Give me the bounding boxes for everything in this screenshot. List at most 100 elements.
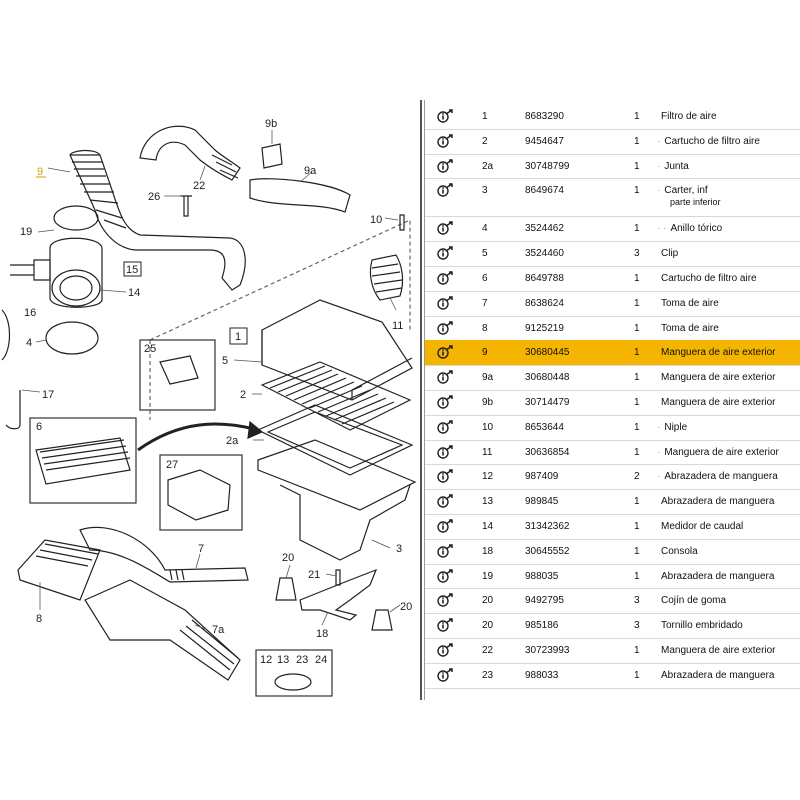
parts-row[interactable]: 22 30723993 1 Manguera de aire exterior (425, 638, 800, 664)
parts-row[interactable]: 9 30680445 1 Manguera de aire exterior (425, 340, 800, 367)
info-arrow-icon[interactable] (437, 494, 455, 508)
info-arrow-icon[interactable] (437, 643, 455, 657)
part-position: 13 (482, 496, 494, 508)
label-3: 3 (396, 543, 402, 555)
parts-row[interactable]: 11 30636854 1 ·Manguera de aire exterior (425, 440, 800, 466)
parts-row[interactable]: 7 8638624 1 Toma de aire (425, 291, 800, 317)
parts-row[interactable]: 2a 30748799 1 ·Junta (425, 154, 800, 180)
parts-row[interactable]: 23 988033 1 Abrazadera de manguera (425, 663, 800, 689)
info-arrow-icon[interactable] (437, 593, 455, 608)
parts-row[interactable]: 3 8649674 1 ·Carter, inf parte inferior (425, 178, 800, 218)
part-quantity: 1 (634, 397, 640, 408)
info-arrow-icon[interactable] (437, 420, 455, 434)
part-quantity: 1 (634, 273, 640, 284)
info-arrow-icon[interactable] (437, 370, 455, 384)
part-number: 985186 (525, 620, 559, 632)
info-arrow-icon[interactable] (437, 158, 455, 173)
part-description: Cartucho de filtro aire (657, 273, 757, 284)
part-description-text: Cartucho de filtro aire (661, 273, 757, 284)
part-description: Abrazadera de manguera (657, 670, 774, 681)
part-number: 30636854 (525, 446, 570, 458)
part-number: 3524460 (525, 248, 564, 260)
exploded-parts-diagram: 9 9b 9a 22 26 10 11 19 15 14 16 4 17 25 … (0, 100, 420, 700)
label-18: 18 (316, 628, 328, 640)
part-description-text: Cojín de goma (661, 595, 727, 607)
part-position: 5 (482, 248, 488, 260)
part-description-text: Tornillo embridado (661, 620, 743, 632)
label-27: 27 (166, 459, 178, 471)
info-arrow-icon[interactable] (437, 271, 455, 285)
parts-row[interactable]: 8 9125219 1 Toma de aire (425, 316, 800, 342)
parts-row[interactable]: 12 987409 2 ·Abrazadera de manguera (425, 464, 800, 491)
parts-row[interactable]: 9b 30714479 1 Manguera de aire exterior (425, 390, 800, 416)
part-number: 989845 (525, 496, 559, 508)
part-position: 11 (482, 446, 493, 458)
info-arrow-icon[interactable] (437, 109, 455, 123)
label-6: 6 (36, 421, 42, 433)
part-number: 9492795 (525, 595, 564, 607)
part-description: ·Niple (657, 422, 687, 433)
info-arrow-icon[interactable] (437, 395, 455, 409)
info-arrow-icon[interactable] (437, 568, 455, 583)
info-arrow-icon[interactable] (437, 519, 455, 533)
parts-row[interactable]: 10 8653644 1 ·Niple (425, 415, 800, 441)
part-quantity: 1 (634, 322, 640, 334)
info-arrow-icon[interactable] (437, 183, 455, 198)
label-21: 21 (308, 569, 320, 581)
part-quantity: 1 (634, 545, 640, 557)
parts-row[interactable]: 20 985186 3 Tornillo embridado (425, 613, 800, 639)
info-arrow-icon[interactable] (437, 668, 455, 682)
parts-row[interactable]: 18 30645552 1 Consola (425, 539, 800, 565)
part-position: 9b (482, 397, 494, 408)
part-position: 2 (482, 135, 488, 147)
info-arrow-icon[interactable] (437, 134, 455, 148)
part-description: Clip (657, 248, 678, 259)
part-position: 20 (482, 595, 494, 607)
part-description: Abrazadera de manguera (657, 496, 774, 507)
info-arrow-icon[interactable] (437, 345, 455, 360)
info-arrow-icon[interactable] (437, 544, 455, 558)
parts-row[interactable]: 5 3524460 3 Clip (425, 241, 800, 267)
parts-row[interactable]: 13 989845 1 Abrazadera de manguera (425, 489, 800, 515)
info-arrow-icon[interactable] (437, 444, 455, 459)
part-description-text: Clip (661, 248, 679, 260)
indent-dots: · (657, 160, 661, 172)
label-7: 7 (198, 543, 204, 555)
part-quantity: 3 (634, 248, 640, 260)
part-description: Consola (657, 546, 698, 557)
part-quantity: 1 (634, 645, 640, 656)
part-quantity: 1 (634, 570, 640, 582)
parts-row[interactable]: 6 8649788 1 Cartucho de filtro aire (425, 266, 800, 292)
info-arrow-icon[interactable] (437, 296, 455, 310)
part-position: 9a (482, 372, 494, 384)
part-quantity: 1 (634, 185, 640, 197)
part-description-text: Abrazadera de manguera (661, 570, 775, 582)
diagram-drawing: 9 9b 9a 22 26 10 11 19 15 14 16 4 17 25 … (1, 118, 417, 697)
info-arrow-icon[interactable] (437, 618, 455, 632)
parts-row[interactable]: 19 988035 1 Abrazadera de manguera (425, 564, 800, 590)
label-5: 5 (222, 355, 228, 367)
part-position: 8 (482, 322, 488, 334)
part-position: 4 (482, 223, 488, 235)
info-arrow-icon[interactable] (437, 246, 455, 260)
label-9: 9 (37, 166, 43, 178)
panel-divider (420, 100, 422, 700)
parts-row[interactable]: 14 31342362 1 Medidor de caudal (425, 514, 800, 540)
part-number: 8649674 (525, 185, 564, 197)
part-number: 3524462 (525, 223, 564, 235)
part-description-text: Manguera de aire exterior (661, 372, 776, 384)
label-11: 11 (392, 320, 403, 332)
parts-row[interactable]: 2 9454647 1 ·Cartucho de filtro aire (425, 129, 800, 155)
info-arrow-icon[interactable] (437, 320, 455, 335)
label-13: 13 (277, 654, 289, 666)
parts-row[interactable]: 1 8683290 1 Filtro de aire (425, 104, 800, 130)
parts-row[interactable]: 9a 30680448 1 Manguera de aire exterior (425, 365, 800, 391)
parts-row[interactable]: 20 9492795 3 Cojín de goma (425, 588, 800, 615)
info-arrow-icon[interactable] (437, 221, 455, 236)
label-1: 1 (235, 331, 241, 343)
part-quantity: 2 (634, 471, 640, 483)
parts-row[interactable]: 4 3524462 1 · ·Anillo tórico (425, 216, 800, 243)
part-number: 8653644 (525, 421, 564, 433)
info-arrow-icon[interactable] (437, 469, 455, 484)
label-9b: 9b (265, 118, 277, 130)
